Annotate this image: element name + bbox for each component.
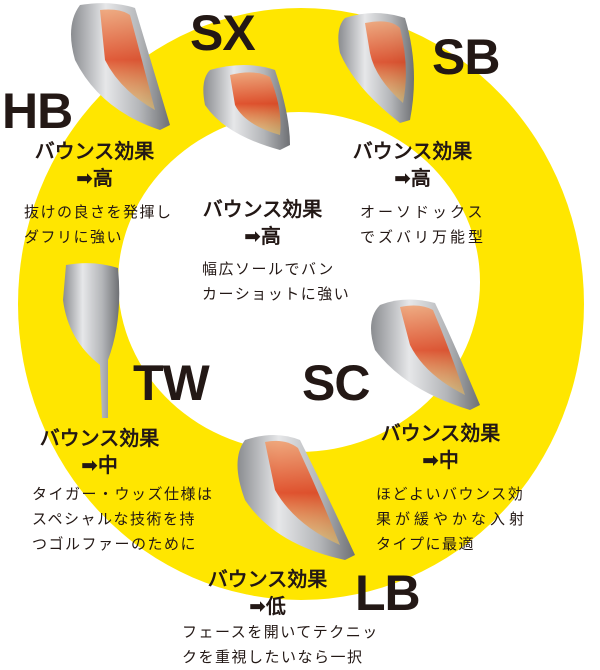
hb-desc-line: ダフリに強い	[24, 228, 124, 246]
sb-description: オーソドックス でズバリ万能型	[360, 200, 486, 250]
tw-effect-level: ➡中	[81, 453, 118, 477]
sc-code: SC	[302, 355, 370, 411]
sc-desc-line: タイプに最適	[376, 535, 476, 553]
tw-effect-label: バウンス効果	[39, 426, 160, 450]
hb-club-image	[71, 3, 170, 130]
tw-desc-line: タイガー・ウッズ仕様は	[32, 485, 214, 503]
lb-effect-label: バウンス効果	[207, 567, 328, 591]
tw-desc-line: スペシャルな技術を持	[32, 510, 196, 528]
sx-desc-line: 幅広ソールでバン	[202, 260, 335, 278]
tw-description: タイガー・ウッズ仕様は スペシャルな技術を持 つゴルファーのために	[32, 482, 214, 557]
sb-code: SB	[432, 29, 500, 85]
sx-bounce-effect: バウンス効果 ➡高	[195, 196, 330, 250]
lb-desc-line: フェースを開いてテクニッ	[182, 623, 379, 641]
sx-desc-line: カーショットに強い	[202, 285, 351, 303]
sb-bounce-effect: バウンス効果 ➡高	[345, 138, 480, 192]
hb-effect-level: ➡高	[76, 166, 113, 190]
sc-desc-line: ほどよいバウンス効	[376, 485, 525, 503]
tw-code: TW	[133, 355, 210, 411]
ring-center	[118, 112, 480, 452]
lb-desc-line: クを重視したいなら一択	[182, 648, 364, 666]
sc-desc-line: 果が緩やかな入射	[376, 510, 529, 528]
hb-bounce-effect: バウンス効果 ➡高	[22, 138, 167, 192]
sb-desc-line: でズバリ万能型	[360, 228, 487, 246]
sb-effect-level: ➡高	[394, 166, 431, 190]
lb-club-image	[237, 435, 355, 560]
lb-code: LB	[355, 565, 421, 621]
sc-description: ほどよいバウンス効 果が緩やかな入射 タイプに最適	[376, 482, 528, 557]
tw-desc-line: つゴルファーのために	[32, 535, 198, 553]
sb-desc-line: オーソドックス	[360, 203, 486, 221]
sx-description: 幅広ソールでバン カーショットに強い	[202, 257, 350, 307]
hb-desc-line: 抜けの良さを発揮し	[24, 203, 173, 221]
lb-description: フェースを開いてテクニッ クを重視したいなら一択	[182, 620, 379, 670]
sc-club-image	[371, 299, 480, 410]
hb-effect-label: バウンス効果	[34, 139, 155, 163]
sx-code: SX	[190, 5, 256, 61]
sb-club-image	[338, 13, 414, 123]
sx-effect-level: ➡高	[244, 224, 281, 248]
sx-effect-label: バウンス効果	[202, 197, 323, 221]
hb-description: 抜けの良さを発揮し ダフリに強い	[24, 200, 173, 250]
sc-bounce-effect: バウンス効果 ➡中	[373, 420, 508, 474]
sc-effect-level: ➡中	[422, 448, 459, 472]
lb-bounce-effect: バウンス効果 ➡低	[200, 566, 335, 620]
tw-club-image	[63, 263, 120, 418]
lb-effect-level: ➡低	[249, 594, 286, 618]
hb-code: HB	[2, 83, 73, 139]
tw-bounce-effect: バウンス効果 ➡中	[32, 425, 167, 479]
sx-club-image	[203, 65, 290, 150]
sb-effect-label: バウンス効果	[352, 139, 473, 163]
sc-effect-label: バウンス効果	[380, 421, 501, 445]
